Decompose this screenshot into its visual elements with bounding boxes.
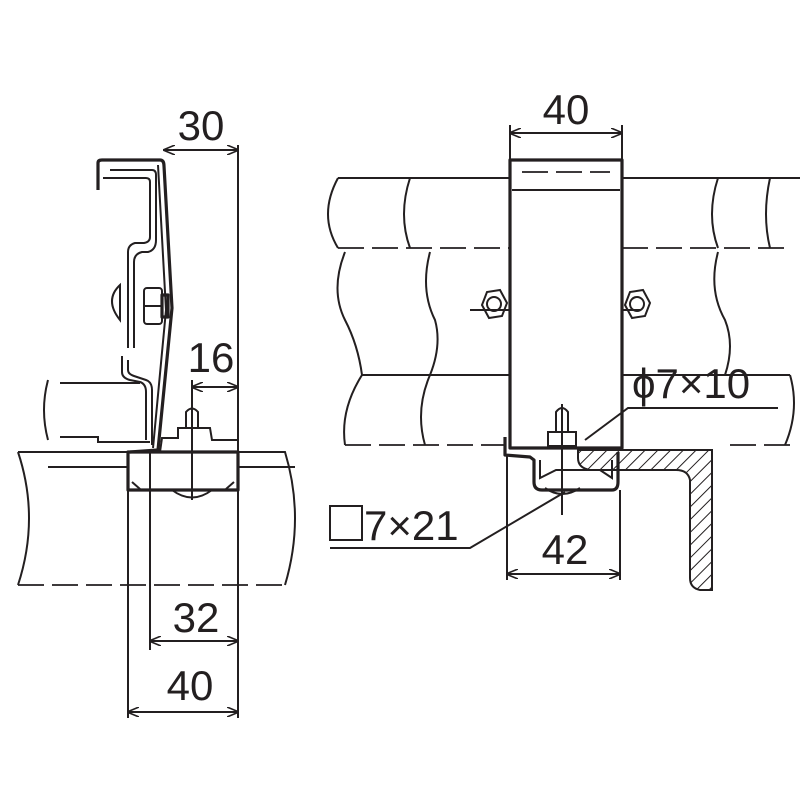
hole-spec-label: ϕ7×10 xyxy=(632,360,750,407)
hanger-bracket xyxy=(96,158,174,454)
dim-label-16: 16 xyxy=(188,334,235,381)
hole-leader-line xyxy=(584,407,778,441)
beam-section xyxy=(17,451,296,586)
clamp-block xyxy=(126,405,240,500)
dim-label-40-front: 40 xyxy=(543,86,590,133)
dim-label-32: 32 xyxy=(173,594,220,641)
square-hole-leader-line xyxy=(330,491,566,549)
nut-left xyxy=(480,288,509,320)
beam-outline xyxy=(327,177,800,446)
dim-label-30: 30 xyxy=(178,102,225,149)
channel-section xyxy=(43,379,150,443)
nut-right xyxy=(623,288,652,320)
side-view: 30 16 32 40 xyxy=(17,102,296,718)
dim-label-42: 42 xyxy=(542,526,589,573)
square-symbol-icon xyxy=(329,505,363,541)
bolt-side xyxy=(111,282,170,325)
bracket-body xyxy=(508,158,624,450)
dim-label-40: 40 xyxy=(167,662,214,709)
square-hole-spec-label: 7×21 xyxy=(364,502,459,549)
angle-iron xyxy=(577,449,713,591)
front-view: 40 42 ϕ7×10 7×21 xyxy=(327,86,800,591)
clip xyxy=(503,404,620,515)
